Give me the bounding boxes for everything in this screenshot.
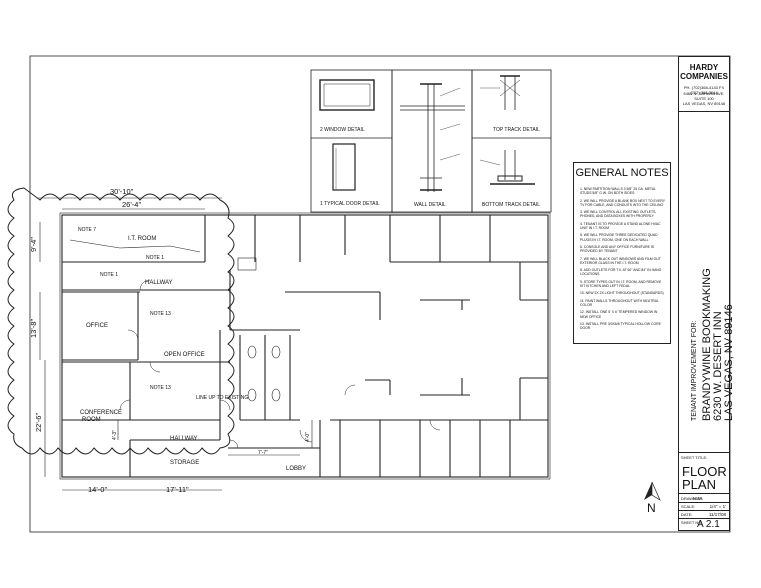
plan-note-6: LINE UP TO EXISTING [196,395,249,401]
drawn-by-label: DRAWN BY: [681,496,704,501]
sheet-no-label: SHEET NO. [681,520,703,525]
scale-label: SCALE: [681,504,696,509]
wall-detail-label: WALL DETAIL [414,202,446,208]
detail-panel [310,69,552,213]
dim-hall-height: 4'-3" [112,430,118,440]
plan-note-2: NOTE 1 [100,272,119,278]
plan-note-4: NOTE 13 [150,385,171,391]
general-notes-list: 1. NEW PARTITION WALLS 3 5/8" 25 GA. MET… [580,187,666,334]
dimension-lines [38,197,313,491]
sheet-border [29,55,731,533]
dim-conference-height: 22'-6" [34,412,43,432]
plan-note-1: NOTE 7 [78,227,97,233]
company-address-line: SUITE 100 [694,96,714,101]
general-notes-title: GENERAL NOTES [575,167,669,179]
company-address-line: 6465 N. SAHARA AVE. [683,91,725,96]
north-label: N [647,501,656,515]
dim-it-width: 26'-4" [122,200,142,209]
general-note-item: 5. WE WILL PROVIDE THREE DEDICATED QUAD … [580,233,658,242]
general-note-item: 3. WE WILL CONTROL ALL EXISTING OUTLETS,… [580,210,657,219]
room-label-it: I.T. ROOM [128,236,157,242]
company-name: HARDY COMPANIES [680,63,728,81]
sheet-title-line: FLOOR [682,464,727,479]
general-note-item: 2. WE WILL PROVIDE A BLANK BOX NEXT TO E… [580,198,665,207]
room-label-open-office: OPEN OFFICE [164,352,205,358]
scale-value: 1/4" = 1' [709,504,726,509]
company-address-line: PH. (702)368-4143 FX (702) 368-3044 [683,85,725,95]
tenant-label: TENANT IMPROVEMENT FOR: [691,320,698,421]
room-label-office: OFFICE [86,323,108,329]
window-detail-label: WINDOW DETAIL [324,127,365,133]
sheet-title-label: SHEET TITLE: [681,455,708,460]
general-note-item: 4. TENANT IS TO PROVIDE A STAND ALONE HV… [580,221,661,230]
bottom-track-detail-label: BOTTOM TRACK DETAIL [482,202,541,208]
general-notes-panel: GENERAL NOTES 1. NEW PARTITION WALLS 3 5… [573,162,671,344]
general-note-item: 6. CONSOLE AND ANY OFFICE FURNITURE IS P… [580,244,654,254]
general-note-item: 12. INSTALL ONE 5' X 6' TEMPERED WINDOW … [580,310,658,319]
plan-note-3: NOTE 13 [150,311,171,317]
sheet-title: FLOOR PLAN [682,465,727,491]
date-label: DATE: [681,512,693,517]
drawn-by-value: M.M. [693,496,703,501]
sheet-title-line: PLAN [682,477,716,492]
dim-overall-width: 30'-10" [110,187,134,196]
dim-lobby-height: 4'-0" [305,432,311,442]
north-arrow [644,481,661,501]
sheet-no-value: A 2.1 [697,519,720,530]
general-note-item: 1. NEW PARTITION WALLS 3 5/8" 25 GA. MET… [580,187,656,196]
dim-office-height: 13'-8" [29,318,38,338]
room-label-conference-2: ROOM [82,417,101,423]
room-label-storage: STORAGE [170,460,200,466]
dim-it-height: 9'-4" [29,237,38,252]
general-note-item: 11. PAINT WALLS THROUGHOUT WITH NEUTRAL … [580,298,659,307]
window-detail-caption: 2 WINDOW DETAIL [320,128,365,133]
floor-plan-walls [59,212,551,480]
window-detail-number: 2 [320,127,323,133]
tenant-city: LAS VEGAS, NV 89146 [723,304,735,421]
date-value: 11/17/08 [708,512,726,517]
top-track-detail-label: TOP TRACK DETAIL [493,127,540,133]
dim-storage-width: 17'-11" [166,485,189,494]
room-label-conference: CONFERENCE [80,410,123,416]
door-detail-caption: 1 TYPICAL DOOR DETAIL [320,202,380,207]
general-note-item: 10. NEW 2X 2X LIGHT THROUGHOUT (STANDARD… [580,291,664,296]
door-detail-label: TYPICAL DOOR DETAIL [324,201,380,207]
title-block: HARDY COMPANIES PH. (702)368-4143 FX (70… [678,56,735,531]
general-note-item: 8. ADD OUTLETS FOR T.V. AT 60" AND 84" I… [580,268,662,277]
company-address-line: LAS VEGAS, NV 89146 [682,101,726,106]
room-label-hallway-top: HALLWAY [145,280,173,286]
dim-lobby-width: 7'-7" [258,450,268,456]
general-note-item: 13. INSTALL PRE 3/0X6/8 TYPICAL HOLLOW C… [580,321,661,331]
dim-conference-width: 14'-0" [88,485,108,494]
general-note-item: 9. STORE TYPES OUT IN I.T. ROOM, AND REM… [580,279,662,288]
general-note-item: 7. WE WILL BLACK OUT WINDOWS AND FILM OU… [580,256,661,265]
door-detail-number: 1 [320,201,323,207]
room-label-hallway-bottom: HALLWAY [170,436,198,442]
room-label-lobby: LOBBY [286,466,307,472]
plan-note-5: NOTE 1 [146,255,165,261]
tenant-info: TENANT IMPROVEMENT FOR: BRANDYWINE BOOKM… [687,157,735,427]
